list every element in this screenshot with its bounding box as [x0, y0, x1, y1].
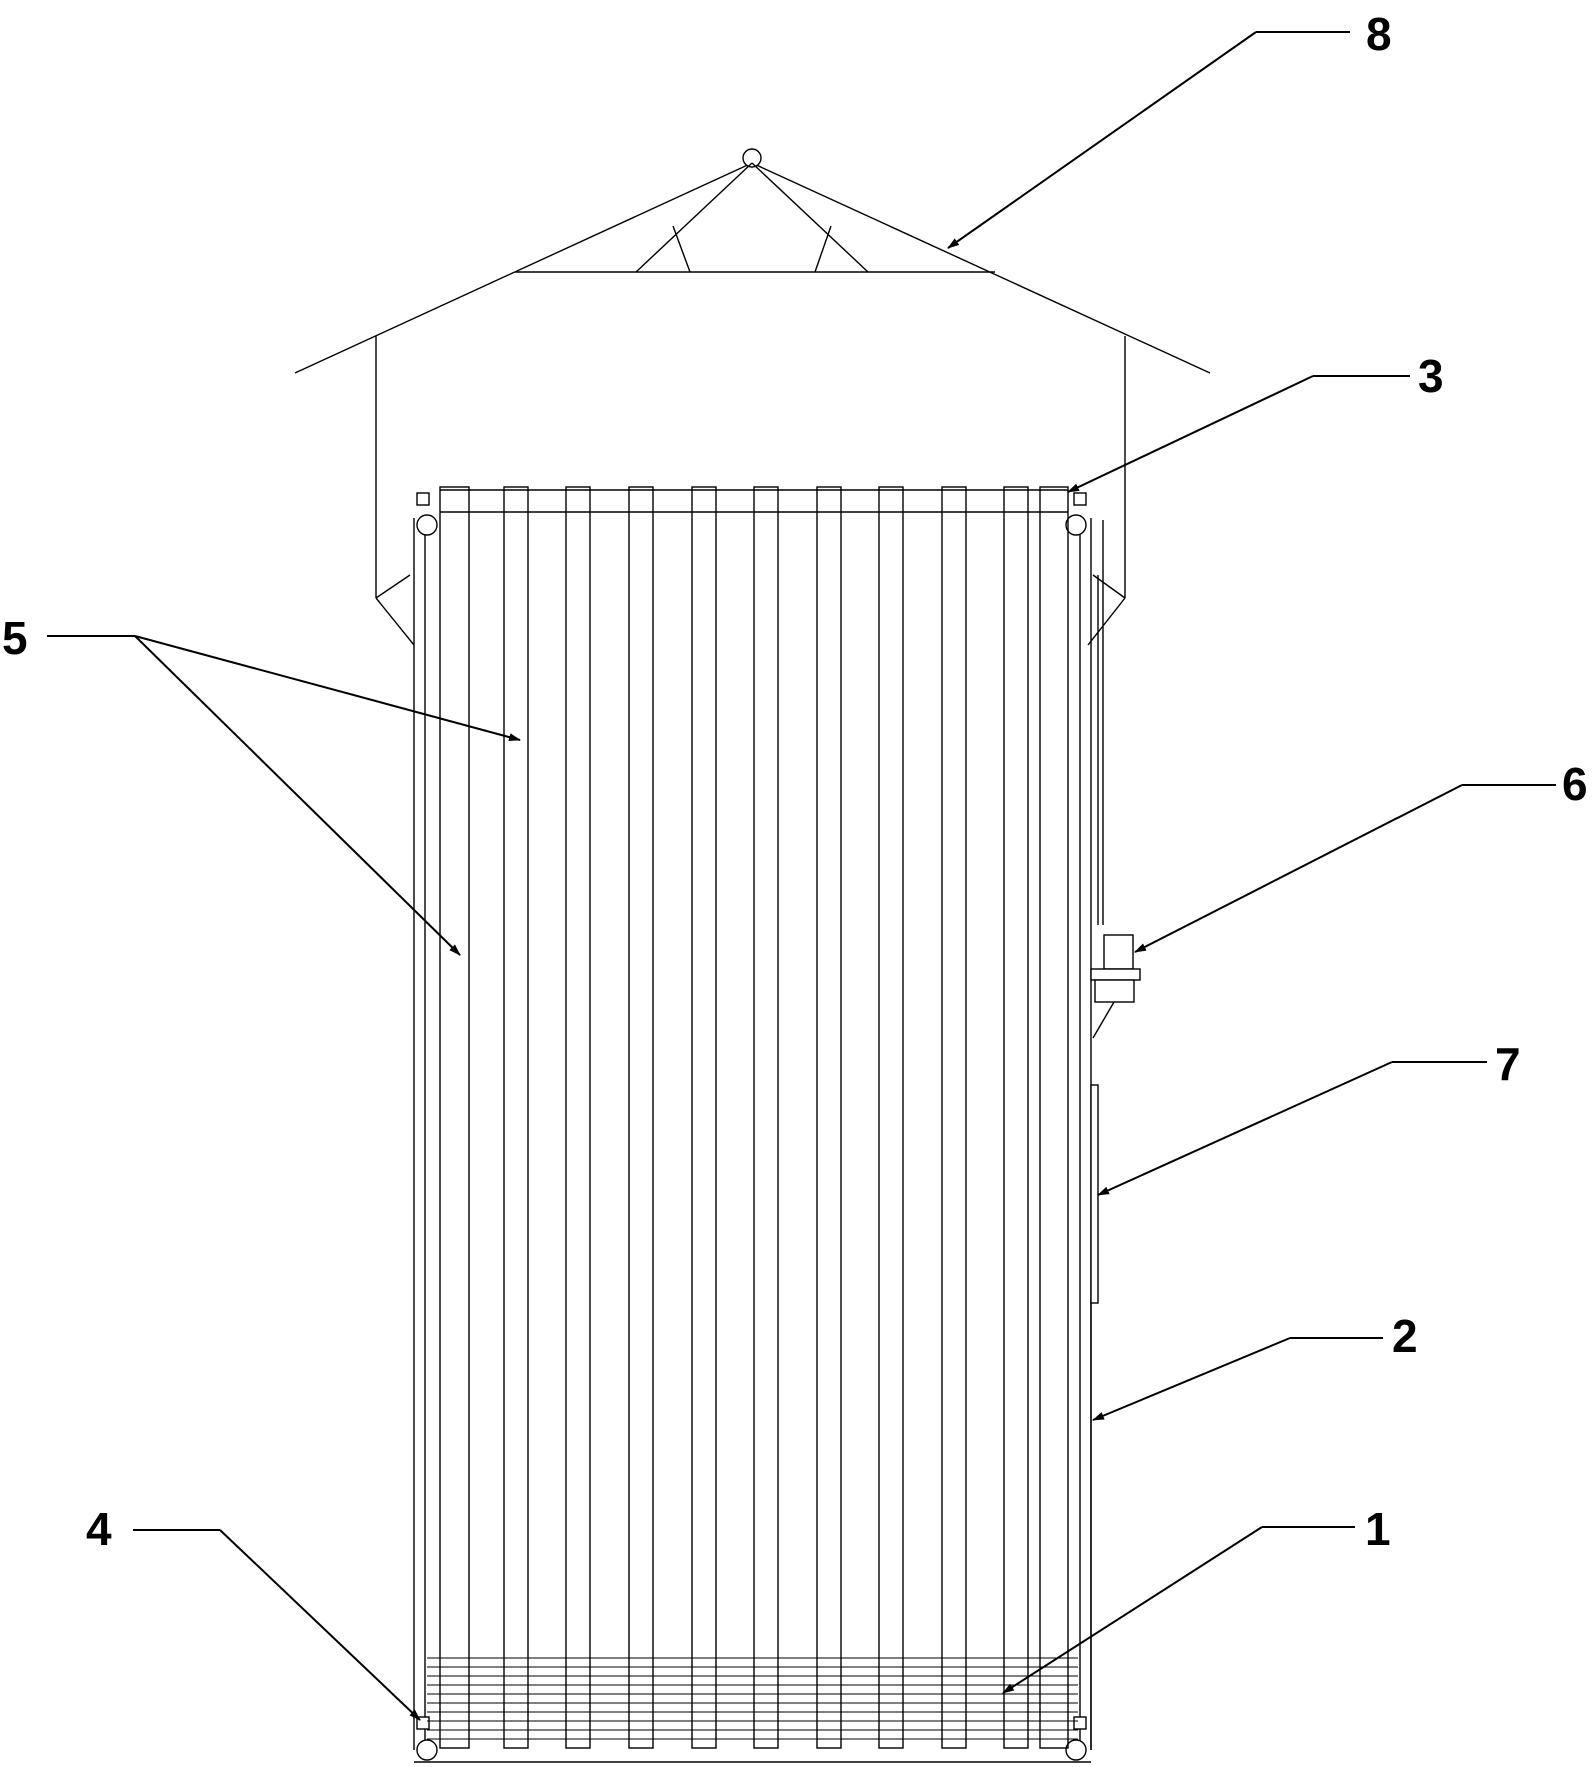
- slat-2: [565, 486, 591, 1749]
- callout-label-6: 6: [1562, 758, 1588, 810]
- top-left-roller: [416, 514, 438, 536]
- callout-label-1: 1: [1365, 1503, 1391, 1555]
- top-right-roller: [1065, 514, 1087, 536]
- component-6: [1090, 934, 1141, 1039]
- bottom-left-roller: [416, 1739, 438, 1761]
- slat-7: [878, 486, 904, 1749]
- side-panel: [1090, 520, 1104, 1750]
- slat-4: [691, 486, 717, 1749]
- callout-label-7: 7: [1495, 1038, 1521, 1090]
- callout-label-5: 5: [2, 612, 28, 664]
- slat-5: [753, 486, 779, 1749]
- slat-edge-right: [1039, 486, 1069, 1749]
- louver-slats: [439, 486, 1069, 1749]
- callout-label-2: 2: [1392, 1310, 1418, 1362]
- slat-1: [503, 486, 529, 1749]
- slat-3: [628, 486, 654, 1749]
- slat-8: [941, 486, 967, 1749]
- callout-label-3: 3: [1418, 350, 1444, 402]
- callout-label-8: 8: [1366, 8, 1392, 60]
- bottom-right-roller: [1065, 1739, 1087, 1761]
- cabinet-frame: [413, 492, 1092, 1763]
- slat-edge-left: [439, 486, 470, 1749]
- bottom-base: [427, 1657, 1078, 1740]
- slat-9: [1003, 486, 1029, 1749]
- roof-canopy: [294, 148, 1211, 646]
- callout-leaders: [47, 31, 1556, 1721]
- slat-6: [816, 486, 842, 1749]
- component-7: [1090, 1084, 1099, 1304]
- callout-label-4: 4: [86, 1503, 112, 1555]
